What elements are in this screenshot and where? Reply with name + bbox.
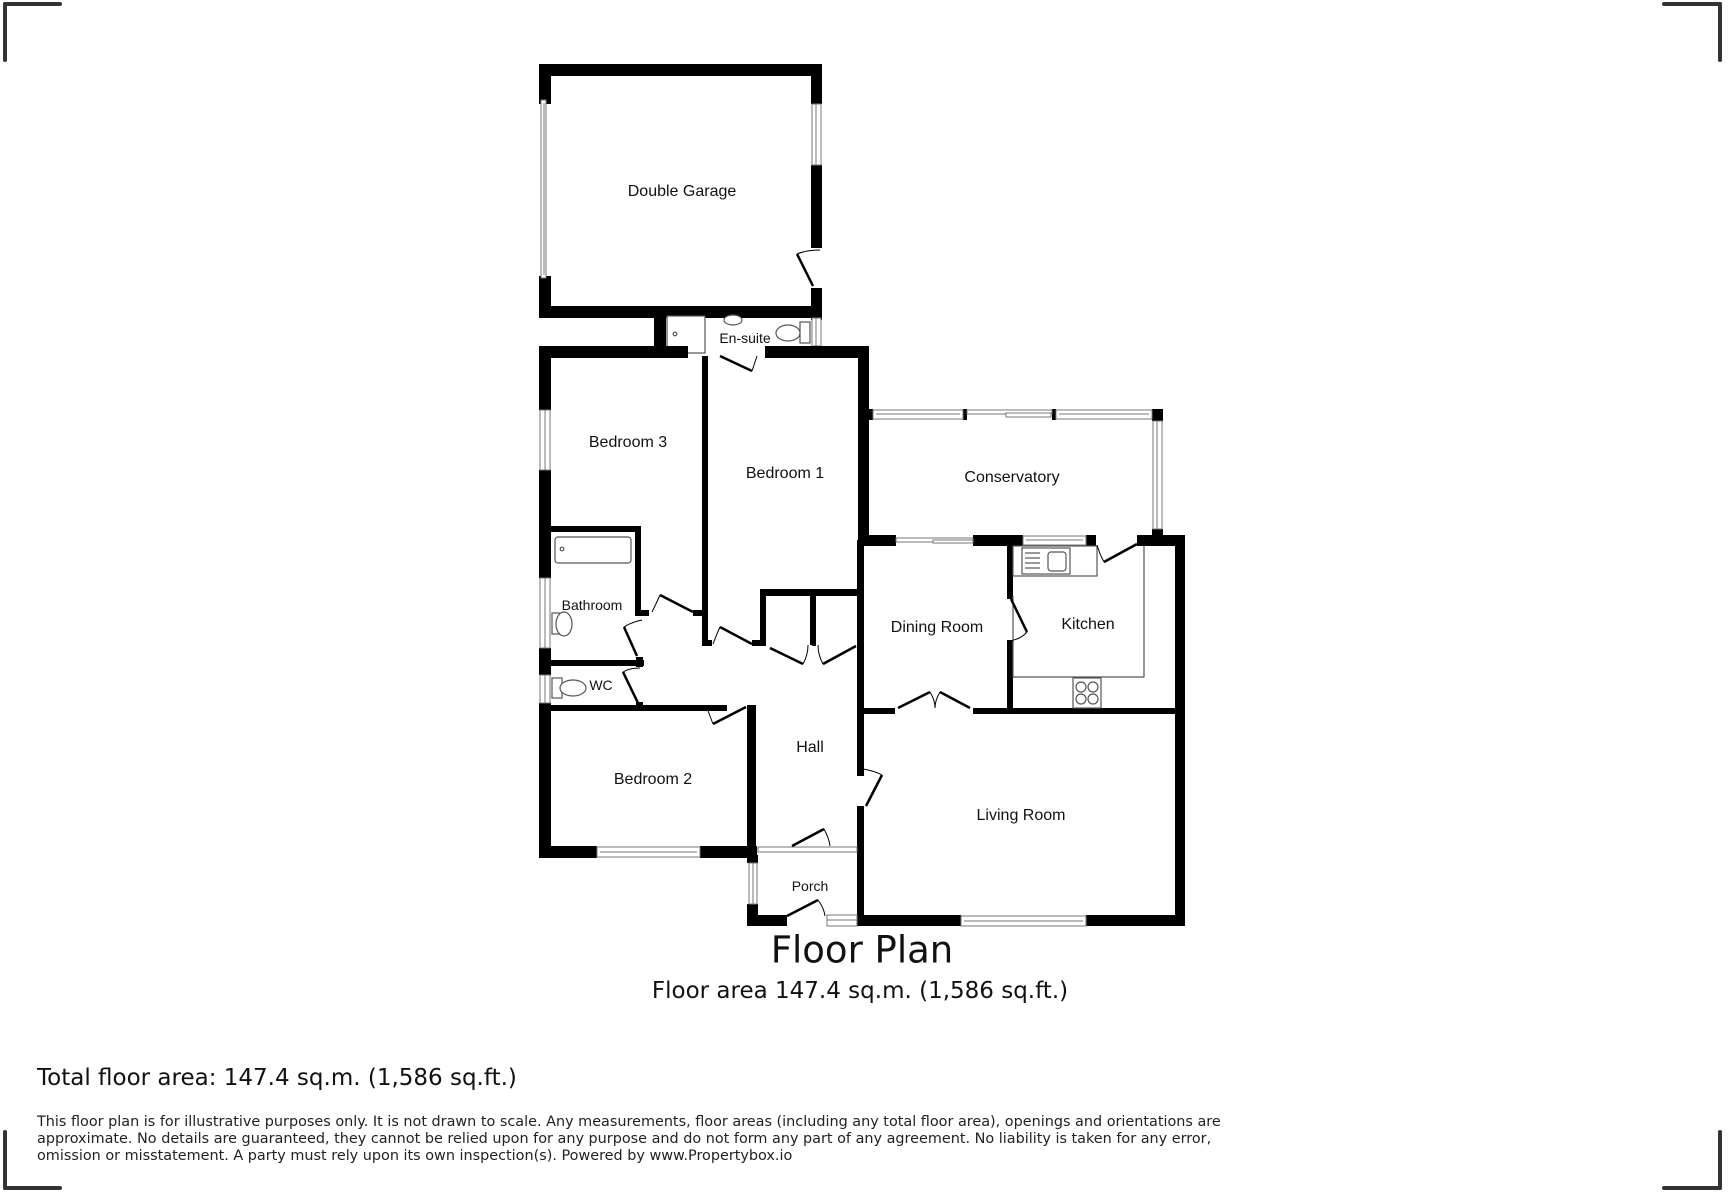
disclaimer-text: This floor plan is for illustrative purp… [37, 1114, 1221, 1164]
room-label-bathroom: Bathroom [561, 597, 623, 613]
room-label-living-room: Living Room [976, 807, 1066, 824]
room-label-bedroom-1: Bedroom 1 [745, 465, 825, 482]
room-label-porch: Porch [791, 878, 829, 894]
room-label-double-garage: Double Garage [627, 183, 737, 200]
double-garage-walls [539, 64, 822, 318]
room-label-en-suite: En-suite [719, 330, 771, 346]
corner-mark-top-right-h [1662, 2, 1722, 6]
room-label-bedroom-3: Bedroom 3 [588, 434, 668, 451]
room-label-hall: Hall [796, 739, 824, 756]
corner-mark-bottom-left-h [3, 1186, 62, 1190]
room-label-dining-room: Dining Room [890, 619, 984, 636]
room-label-kitchen: Kitchen [1061, 616, 1115, 633]
corner-mark-bottom-right-v [1718, 1130, 1722, 1190]
corner-mark-bottom-right-h [1662, 1186, 1722, 1190]
corner-mark-top-left-v [3, 2, 7, 62]
room-label-wc: WC [589, 677, 613, 693]
corner-mark-top-left-h [3, 2, 62, 6]
room-label-bedroom-2: Bedroom 2 [613, 771, 693, 788]
main-walls [539, 346, 1185, 926]
total-floor-area: Total floor area: 147.4 sq.m. (1,586 sq.… [37, 1065, 517, 1091]
floor-plan-title: Floor Plan [770, 928, 954, 972]
corner-mark-bottom-left-v [3, 1130, 7, 1190]
corner-mark-top-right-v [1718, 2, 1722, 62]
floor-area-subtitle: Floor area 147.4 sq.m. (1,586 sq.ft.) [651, 978, 1069, 1004]
room-label-conservatory: Conservatory [964, 469, 1060, 486]
